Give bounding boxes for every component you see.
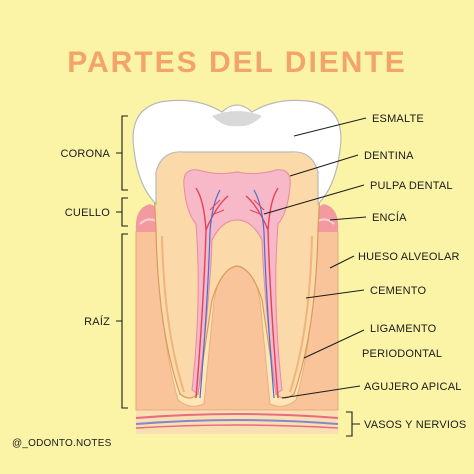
credit-handle: @_ODONTO.NOTES xyxy=(12,438,112,449)
label-ligamento: LIGAMENTO xyxy=(370,323,437,335)
label-periodontal: PERIODONTAL xyxy=(362,348,442,360)
label-cuello: CUELLO xyxy=(65,207,110,219)
bottom-vessel-red xyxy=(135,413,339,419)
leader-cemento xyxy=(305,289,365,299)
vessel-branches xyxy=(209,199,265,215)
leader-dentina xyxy=(289,154,359,177)
bracket-raiz xyxy=(116,233,128,409)
label-cemento: CEMENTO xyxy=(370,285,426,297)
label-hueso-alveolar: HUESO ALVEOLAR xyxy=(358,251,460,263)
label-dentina: DENTINA xyxy=(364,150,414,162)
bracket-vasos xyxy=(346,411,360,437)
leader-agujero xyxy=(281,385,361,399)
nerve-blue-left xyxy=(199,189,221,399)
enamel-shadow xyxy=(212,111,262,127)
label-esmalte: ESMALTE xyxy=(372,113,424,125)
vessel-red-left xyxy=(195,187,229,399)
bracket-corona xyxy=(116,115,128,191)
bracket-cuello xyxy=(116,197,128,227)
page-title: PARTES DEL DIENTE xyxy=(67,46,407,79)
label-agujero-apical: AGUJERO APICAL xyxy=(364,381,462,393)
cementum-left xyxy=(161,235,185,393)
vessel-red-right xyxy=(245,187,279,399)
bottom-nerve-blue xyxy=(135,419,339,425)
label-pulpa-dental: PULPA DENTAL xyxy=(370,180,453,192)
leader-hueso xyxy=(329,255,355,269)
leader-encia xyxy=(329,216,367,221)
label-raiz: RAÍZ xyxy=(84,315,110,328)
label-corona: CORONA xyxy=(61,148,111,160)
bottom-vessel-red-2 xyxy=(135,424,339,429)
cementum-right xyxy=(289,235,313,393)
label-encia: ENCÍA xyxy=(372,211,407,224)
leader-esmalte xyxy=(293,117,367,137)
nerve-blue-right xyxy=(253,189,275,399)
enamel xyxy=(132,99,342,206)
leader-ligamento xyxy=(303,329,365,359)
leader-pulpa xyxy=(263,184,365,215)
bottom-tissue xyxy=(136,410,338,434)
label-vasos-nervios: VASOS Y NERVIOS xyxy=(364,419,466,431)
